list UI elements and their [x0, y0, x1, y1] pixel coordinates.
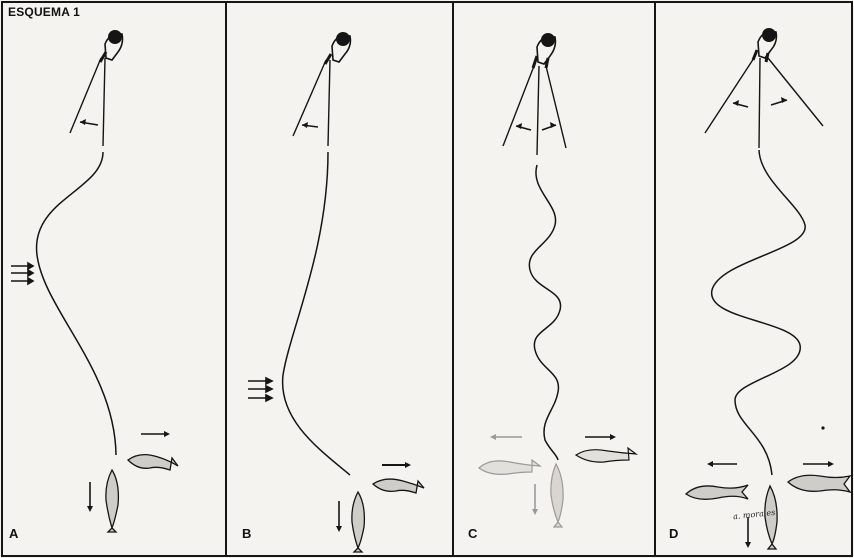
fish-icon: [576, 448, 636, 462]
line-curve: [529, 165, 560, 460]
fish-right-arrow: [141, 431, 170, 437]
fish-icon: [373, 479, 424, 493]
panel-label-a: A: [9, 526, 18, 541]
angler-icon: [100, 30, 123, 62]
panel-a: [11, 30, 178, 532]
panel-label-c: C: [468, 526, 477, 541]
fish-icon: [106, 470, 119, 532]
panel-label-d: D: [669, 526, 678, 541]
fish-left-arrow: [490, 434, 522, 440]
rod-line: [759, 58, 760, 148]
rod-line: [293, 60, 326, 136]
angler-icon: [533, 33, 555, 68]
rod-line: [768, 58, 823, 126]
fish-down-arrow: [336, 501, 342, 532]
angler-icon: [753, 28, 776, 62]
fish-icon: [788, 475, 850, 492]
line-curve: [37, 152, 116, 455]
current-arrows: [248, 378, 272, 401]
fish-down-arrow: [532, 484, 538, 515]
rod-line: [103, 58, 105, 146]
figure-title: ESQUEMA 1: [8, 5, 80, 19]
current-arrows: [11, 263, 33, 284]
fish-icon: [352, 492, 365, 552]
panel-c: [479, 33, 636, 527]
line-curve: [283, 152, 350, 475]
fish-right-arrow: [803, 461, 834, 467]
angler-icon: [325, 32, 350, 64]
rod-line: [537, 66, 539, 155]
panel-label-b: B: [242, 526, 251, 541]
fish-right-arrow: [382, 462, 411, 468]
fish-icon: [686, 485, 748, 499]
fish-down-arrow: [745, 517, 751, 548]
fish-icon: [551, 464, 563, 527]
fish-right-arrow: [585, 434, 616, 440]
fish-icon: [479, 460, 540, 474]
line-curve: [712, 150, 806, 475]
fish-icon: [128, 455, 178, 470]
rod-line: [705, 58, 754, 133]
ink-dot: [821, 426, 824, 429]
panel-b: [248, 32, 424, 552]
rod-movement-arrow: [302, 122, 318, 128]
fish-down-arrow: [87, 482, 93, 512]
panel-d: [686, 28, 850, 549]
rod-line: [503, 66, 534, 146]
rod-movement-arrow: [516, 122, 556, 130]
rod-line: [328, 60, 330, 146]
rod-movement-arrow: [80, 119, 98, 125]
rod-line: [546, 66, 566, 148]
fish-left-arrow: [707, 461, 737, 467]
